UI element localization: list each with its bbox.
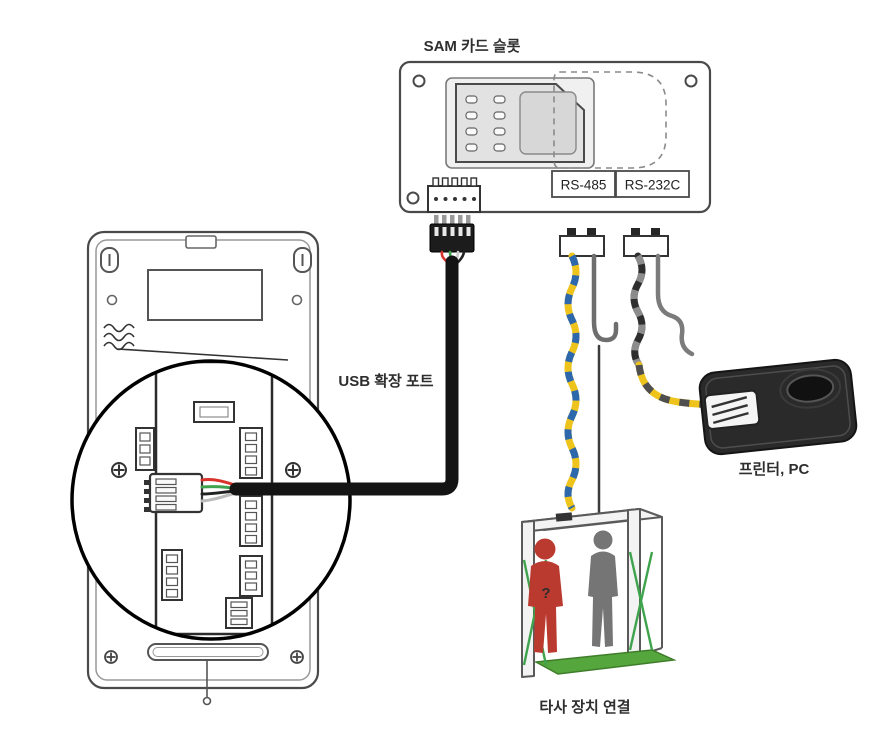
rs485-gray-wire (591, 253, 619, 514)
magnifier-contents (111, 362, 301, 636)
usb-port-label: USB 확장 포트 (338, 372, 433, 390)
label-area (147, 269, 263, 321)
panel-screw (111, 462, 301, 478)
gray-person (588, 530, 618, 647)
coiled-wire (103, 323, 289, 361)
rs485-connector (559, 228, 605, 257)
bottom-slot (147, 643, 269, 661)
sam-slot-label: SAM 카드 슬롯 (424, 38, 521, 55)
sim-card-slot (445, 71, 667, 169)
top-notch (185, 235, 217, 249)
twisted-cable-rs485 (564, 252, 580, 512)
rs232c-box (615, 170, 690, 198)
board-hole (412, 74, 426, 88)
sam-card-board: RS-485 RS-232C (398, 60, 712, 214)
usb-expansion-cable (229, 255, 459, 496)
card-insert-dashed-outline (553, 71, 667, 169)
red-person: ? (528, 538, 563, 653)
third-party-label: 타사 장치 연결 (539, 698, 630, 716)
bottom-screw (104, 650, 304, 664)
rs485-label: RS-485 (561, 178, 607, 193)
scanner-oval (779, 368, 842, 409)
card-slot (703, 389, 761, 430)
usb-cable-connector (429, 215, 475, 265)
question-mark: ? (541, 585, 550, 602)
printer-pc-label: 프린터, PC (739, 460, 810, 478)
board-hole (684, 74, 698, 88)
printer-device (698, 358, 858, 456)
gate-illustration: ? (521, 508, 677, 678)
board-hole (406, 191, 420, 205)
rs232c-connector (623, 228, 669, 257)
board-header-connector (427, 177, 481, 213)
usb-port-connector (144, 472, 242, 514)
rs485-box (551, 170, 616, 198)
gate-sensor (555, 512, 573, 522)
rs232c-gray-wire (655, 253, 695, 357)
rs232c-label: RS-232C (625, 178, 681, 193)
bottom-pin (202, 660, 212, 706)
sim-contacts (465, 95, 506, 152)
top-screw-slot (100, 247, 312, 273)
top-connector-block (193, 401, 235, 423)
magnifier-lens-rim (70, 359, 352, 641)
gate-base (533, 649, 677, 675)
